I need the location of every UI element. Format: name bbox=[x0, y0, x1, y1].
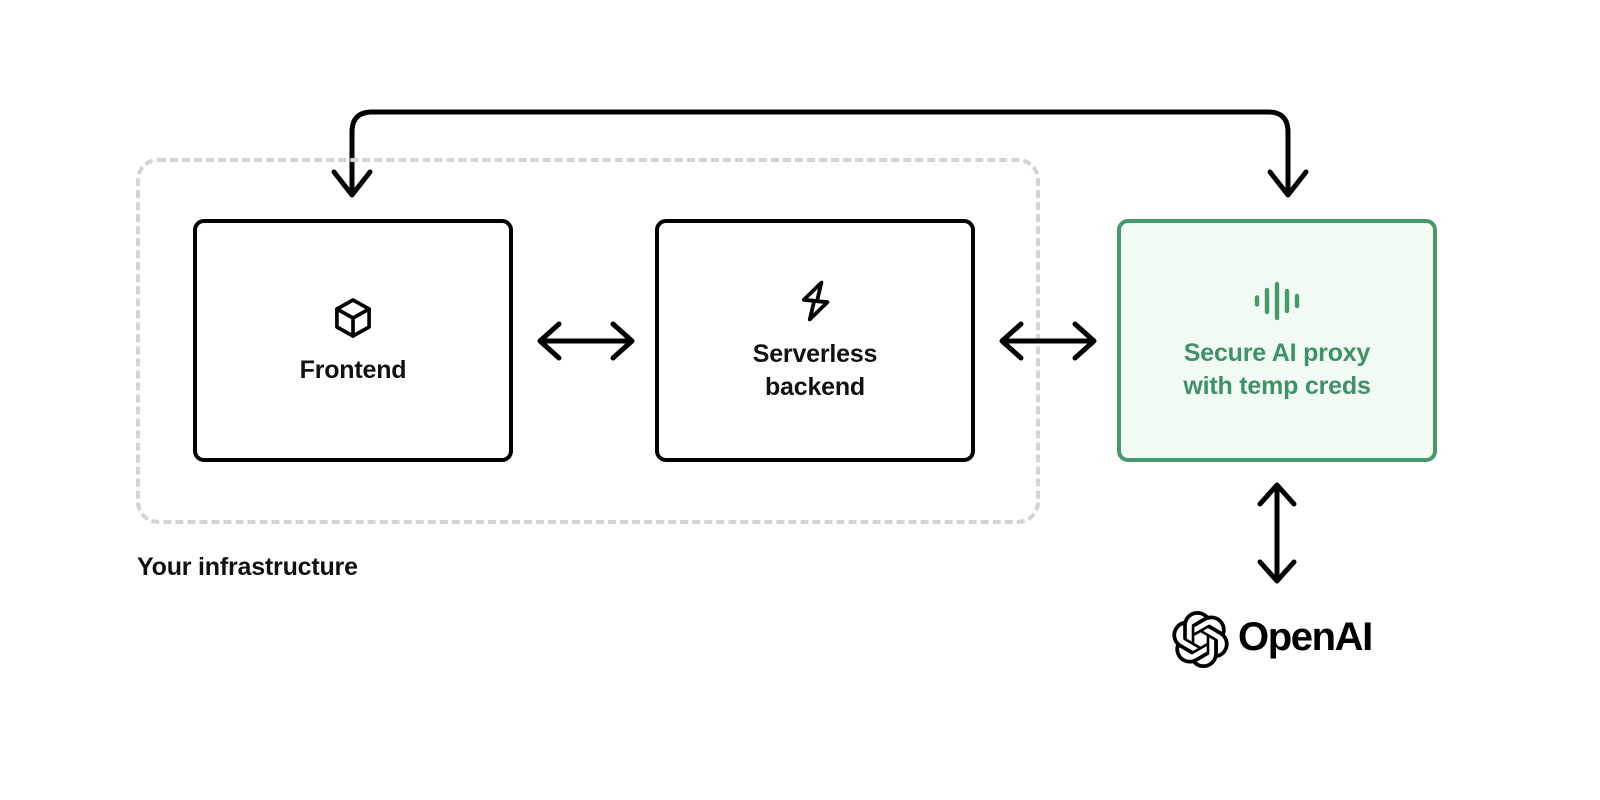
node-proxy-label: Secure AI proxy with temp creds bbox=[1183, 339, 1371, 400]
node-backend-label: Serverless backend bbox=[752, 340, 878, 401]
openai-mark-icon bbox=[1172, 610, 1229, 668]
cube-icon bbox=[330, 295, 376, 341]
connector-proxy-openai bbox=[1257, 482, 1297, 584]
your-infrastructure-label: Your infrastructure bbox=[137, 553, 358, 581]
openai-logo: OpenAI bbox=[1172, 608, 1384, 670]
zap-icon bbox=[791, 277, 839, 325]
node-frontend-label: Frontend bbox=[299, 355, 407, 384]
node-serverless-backend[interactable]: Serverless backend bbox=[655, 219, 975, 462]
node-secure-ai-proxy[interactable]: Secure AI proxy with temp creds bbox=[1117, 219, 1437, 462]
openai-wordmark: OpenAI bbox=[1238, 615, 1384, 660]
arrowhead-down-right bbox=[1267, 169, 1309, 198]
node-frontend[interactable]: Frontend bbox=[193, 219, 513, 462]
svg-text:OpenAI: OpenAI bbox=[1238, 618, 1372, 659]
waveform-icon bbox=[1251, 278, 1303, 324]
